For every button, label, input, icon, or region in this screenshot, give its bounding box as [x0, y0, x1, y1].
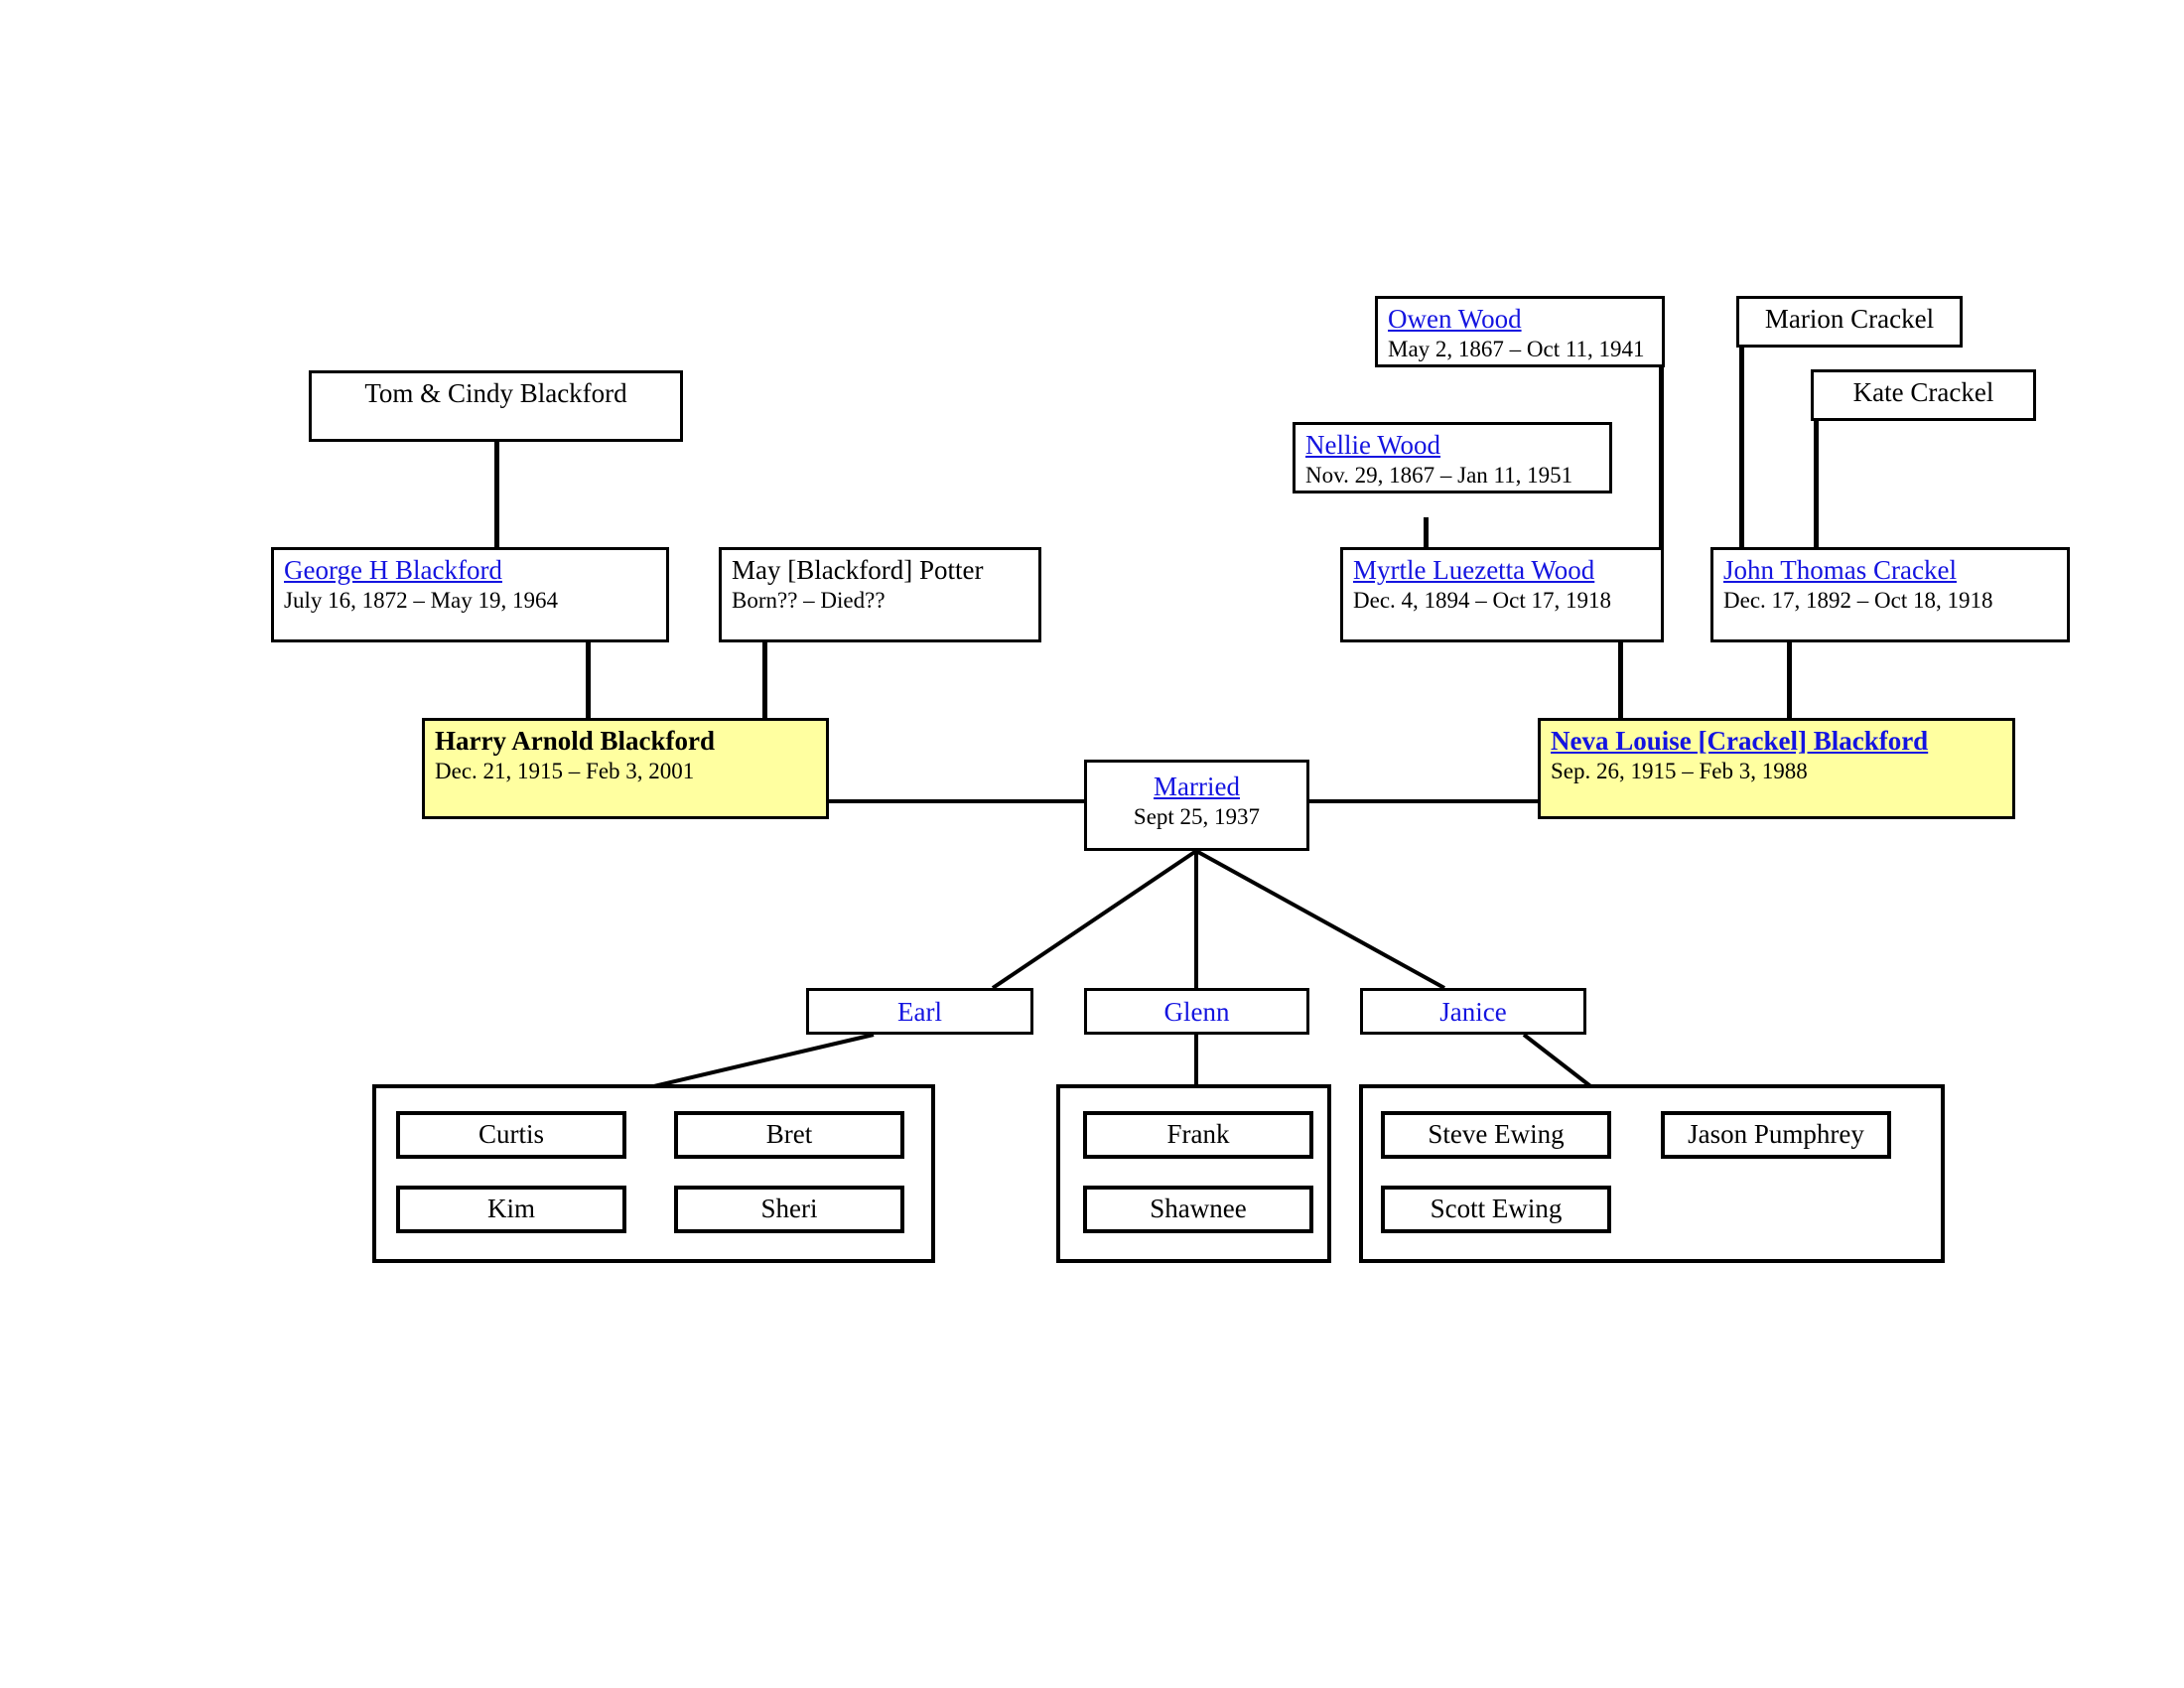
node-dates: Dec. 21, 1915 – Feb 3, 2001: [435, 758, 695, 783]
node-dates: Born?? – Died??: [732, 587, 886, 613]
connector-harry-to-married: [829, 799, 1085, 803]
node-dates: Nov. 29, 1867 – Jan 11, 1951: [1305, 462, 1573, 488]
node-name: Marion Crackel: [1764, 304, 1935, 334]
node-john-thomas-crackel[interactable]: John Thomas Crackel Dec. 17, 1892 – Oct …: [1710, 547, 2070, 642]
grandchild-name: Shawnee: [1150, 1194, 1247, 1223]
connector-myrtle-to-neva: [1618, 640, 1623, 720]
child-name[interactable]: Janice: [1439, 997, 1507, 1027]
node-grandchild-jason-pumphrey[interactable]: Jason Pumphrey: [1661, 1111, 1891, 1159]
node-dates: July 16, 1872 – May 19, 1964: [284, 587, 558, 613]
node-dates: Sep. 26, 1915 – Feb 3, 1988: [1551, 758, 1808, 783]
node-dates: Dec. 17, 1892 – Oct 18, 1918: [1723, 587, 1993, 613]
node-george-h-blackford[interactable]: George H Blackford July 16, 1872 – May 1…: [271, 547, 669, 642]
married-label-link[interactable]: Married: [1154, 772, 1240, 801]
connector-nellie-to-myrtle: [1424, 517, 1429, 552]
node-name-link[interactable]: John Thomas Crackel: [1723, 555, 1957, 585]
grandchild-name: Kim: [486, 1194, 535, 1223]
node-child-earl[interactable]: Earl: [806, 988, 1033, 1035]
married-date: Sept 25, 1937: [1133, 803, 1261, 829]
connector-john-to-neva: [1787, 640, 1792, 720]
node-grandchild-curtis[interactable]: Curtis: [396, 1111, 626, 1159]
node-name-link[interactable]: Nellie Wood: [1305, 430, 1441, 460]
node-name-link[interactable]: George H Blackford: [284, 555, 502, 585]
node-owen-wood[interactable]: Owen Wood May 2, 1867 – Oct 11, 1941: [1375, 296, 1665, 367]
node-grandchild-sheri[interactable]: Sheri: [674, 1186, 904, 1233]
node-name-link[interactable]: Owen Wood: [1388, 304, 1522, 334]
node-name: May [Blackford] Potter: [732, 554, 1038, 587]
grandchild-name: Frank: [1166, 1119, 1230, 1149]
grandchild-name: Bret: [765, 1119, 813, 1149]
node-tom-cindy-blackford[interactable]: Tom & Cindy Blackford: [309, 370, 683, 442]
node-name: Kate Crackel: [1852, 377, 1994, 407]
connector-marion-to-john: [1739, 345, 1744, 551]
connector-may-to-harry: [762, 640, 767, 720]
grandchild-name: Scott Ewing: [1430, 1194, 1563, 1223]
node-name-link[interactable]: May [Blackford]: [732, 555, 913, 585]
connector-owen-to-myrtle: [1659, 367, 1664, 551]
node-harry-arnold-blackford[interactable]: Harry Arnold Blackford Dec. 21, 1915 – F…: [422, 718, 829, 819]
connector-kate-to-john: [1814, 419, 1819, 551]
node-kate-crackel[interactable]: Kate Crackel: [1811, 369, 2036, 421]
grandchild-name: Jason Pumphrey: [1688, 1119, 1864, 1149]
node-child-janice[interactable]: Janice: [1360, 988, 1586, 1035]
node-grandchild-frank[interactable]: Frank: [1083, 1111, 1313, 1159]
node-grandchild-bret[interactable]: Bret: [674, 1111, 904, 1159]
grandchild-name: Steve Ewing: [1428, 1119, 1565, 1149]
grandchild-name: Curtis: [478, 1119, 544, 1149]
node-name-link[interactable]: Myrtle Luezetta Wood: [1353, 555, 1595, 585]
node-name-suffix: Potter: [912, 555, 984, 585]
connector-tom-cindy-to-george: [494, 440, 499, 551]
node-grandchild-steve-ewing[interactable]: Steve Ewing: [1381, 1111, 1611, 1159]
child-name[interactable]: Glenn: [1163, 997, 1230, 1027]
node-myrtle-luezetta-wood[interactable]: Myrtle Luezetta Wood Dec. 4, 1894 – Oct …: [1340, 547, 1664, 642]
connector-george-to-harry: [586, 640, 591, 720]
node-grandchild-shawnee[interactable]: Shawnee: [1083, 1186, 1313, 1233]
grandchild-name: Sheri: [760, 1194, 818, 1223]
node-name: Harry Arnold Blackford: [435, 726, 715, 756]
connector-married-to-neva: [1305, 799, 1542, 803]
node-dates: Dec. 4, 1894 – Oct 17, 1918: [1353, 587, 1611, 613]
node-dates: May 2, 1867 – Oct 11, 1941: [1388, 336, 1645, 361]
node-child-glenn[interactable]: Glenn: [1084, 988, 1309, 1035]
node-grandchild-scott-ewing[interactable]: Scott Ewing: [1381, 1186, 1611, 1233]
node-name-link[interactable]: Neva Louise [Crackel] Blackford: [1551, 726, 1929, 756]
node-marion-crackel[interactable]: Marion Crackel: [1736, 296, 1963, 348]
node-neva-louise-crackel-blackford[interactable]: Neva Louise [Crackel] Blackford Sep. 26,…: [1538, 718, 2015, 819]
node-may-blackford-potter[interactable]: May [Blackford] Potter Born?? – Died??: [719, 547, 1041, 642]
node-grandchild-kim[interactable]: Kim: [396, 1186, 626, 1233]
node-married[interactable]: Married Sept 25, 1937: [1084, 760, 1309, 851]
child-name[interactable]: Earl: [897, 997, 942, 1027]
node-nellie-wood[interactable]: Nellie Wood Nov. 29, 1867 – Jan 11, 1951: [1293, 422, 1612, 493]
node-name: Tom & Cindy Blackford: [364, 378, 627, 408]
